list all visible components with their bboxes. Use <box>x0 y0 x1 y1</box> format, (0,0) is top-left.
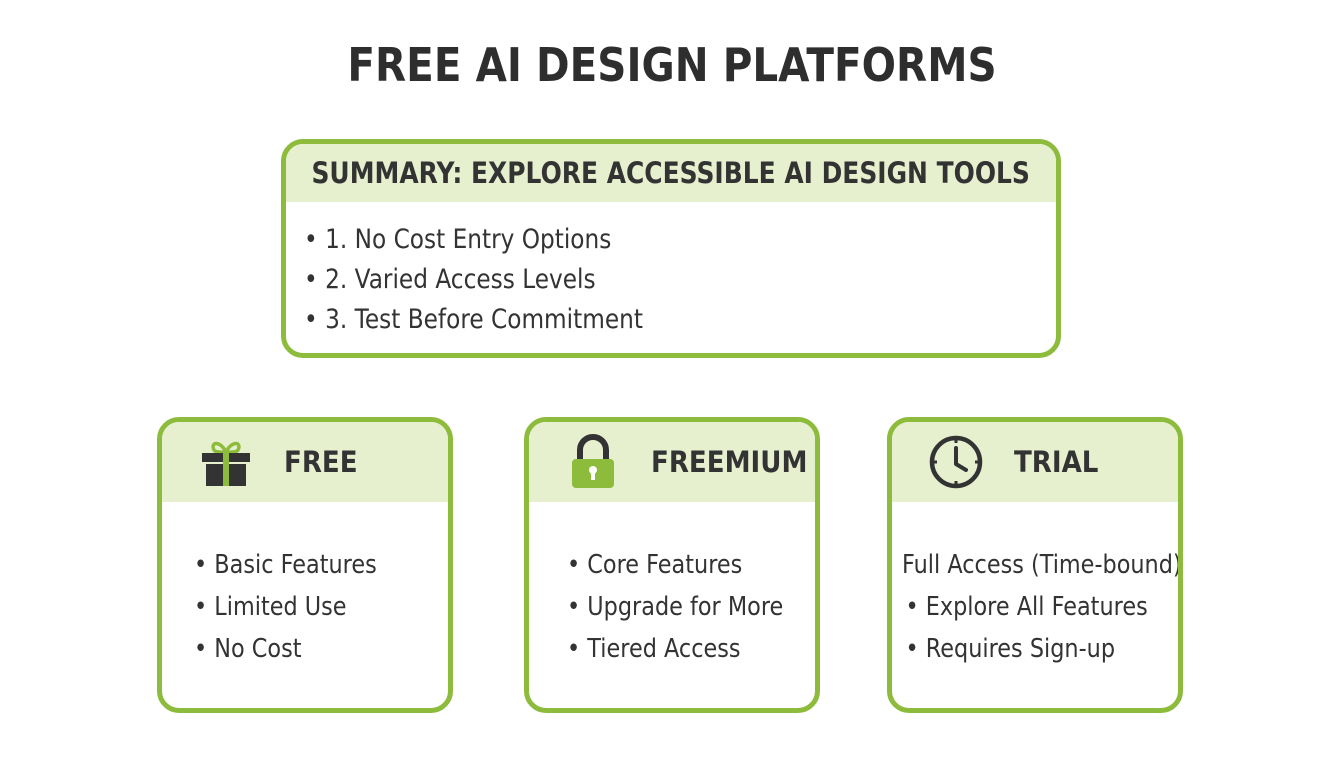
tier-feature: • Requires Sign-up <box>905 634 1116 664</box>
tier-card-free: FREE • Basic Features • Limited Use • No… <box>157 417 453 713</box>
tier-header: TRIAL <box>892 422 1178 502</box>
summary-item: • 3. Test Before Commitment <box>304 304 643 335</box>
summary-card: SUMMARY: EXPLORE ACCESSIBLE AI DESIGN TO… <box>281 139 1061 358</box>
clock-icon <box>929 435 983 489</box>
tier-label: FREEMIUM <box>651 445 808 479</box>
summary-item: • 1. No Cost Entry Options <box>304 224 612 255</box>
tier-card-freemium: FREEMIUM • Core Features • Upgrade for M… <box>524 417 820 713</box>
tier-header: FREE <box>162 422 448 502</box>
tier-feature: • Tiered Access <box>567 634 741 664</box>
padlock-icon <box>572 434 614 488</box>
tier-label: TRIAL <box>1014 445 1099 479</box>
tier-header: FREEMIUM <box>529 422 815 502</box>
tier-feature: • Core Features <box>567 550 743 580</box>
tier-feature: • No Cost <box>194 634 302 664</box>
tier-feature-list: • Basic Features • Limited Use • No Cost <box>194 544 407 670</box>
tier-feature-list: • Core Features • Upgrade for More • Tie… <box>567 544 815 670</box>
gift-icon <box>202 441 250 486</box>
tier-label: FREE <box>284 445 358 479</box>
tier-feature: Full Access (Time-bound) <box>902 550 1182 580</box>
summary-header: SUMMARY: EXPLORE ACCESSIBLE AI DESIGN TO… <box>286 144 1056 202</box>
tier-feature: • Upgrade for More <box>567 592 784 622</box>
tier-feature: • Limited Use <box>194 592 347 622</box>
tier-feature-list: Full Access (Time-bound) • Explore All F… <box>902 544 1182 670</box>
summary-item: • 2. Varied Access Levels <box>304 264 596 295</box>
tier-feature: • Explore All Features <box>905 592 1148 622</box>
page-title: FREE AI DESIGN PLATFORMS <box>347 38 997 92</box>
tier-card-trial: TRIAL Full Access (Time-bound) • Explore… <box>887 417 1183 713</box>
summary-list: • 1. No Cost Entry Options • 2. Varied A… <box>286 202 1056 340</box>
summary-heading: SUMMARY: EXPLORE ACCESSIBLE AI DESIGN TO… <box>311 156 1031 190</box>
tier-feature: • Basic Features <box>194 550 377 580</box>
